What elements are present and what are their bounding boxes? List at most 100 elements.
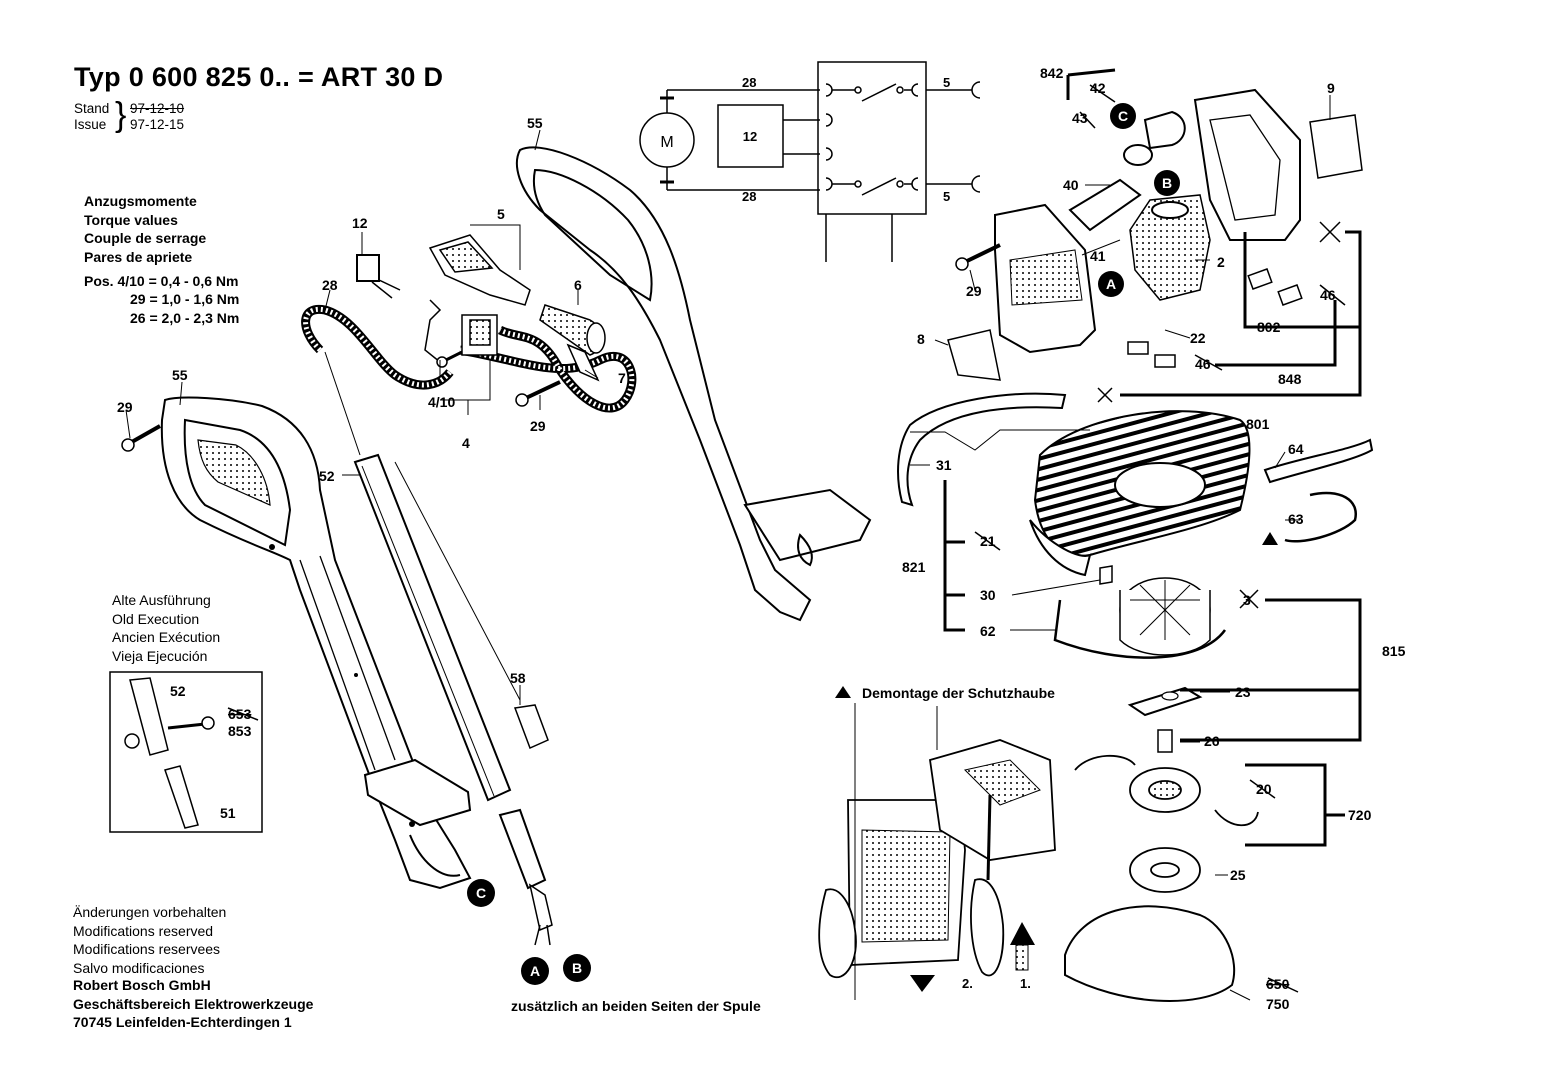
footer-company: Robert Bosch GmbH Geschäftsbereich Elekt… <box>73 976 313 1032</box>
label-2: 2 <box>1217 254 1225 270</box>
label-46-top: 46 <box>1320 287 1336 303</box>
torque-line-2: 29 = 1,0 - 1,6 Nm <box>130 291 240 307</box>
old-execution-en: Old Execution <box>112 610 200 627</box>
wiring-diagram <box>639 61 981 262</box>
handle-half-right <box>515 146 872 622</box>
callout-b-top: B <box>1154 170 1180 196</box>
old-execution-heading: Alte Ausführung Old Execution Ancien Exé… <box>112 591 220 665</box>
label-30: 30 <box>980 587 996 603</box>
label-842: 842 <box>1040 65 1064 81</box>
label-7: 7 <box>618 370 626 386</box>
motor-housing <box>994 88 1301 354</box>
label-26: 26 <box>1204 733 1220 749</box>
label-815: 815 <box>1382 643 1406 659</box>
step-2-label: 2. <box>962 976 973 991</box>
label-old-51: 51 <box>220 805 236 821</box>
label-52: 52 <box>319 468 335 484</box>
stand-value: 97-12-10 <box>130 101 185 116</box>
wire-top-label: 28 <box>742 75 756 90</box>
torque-heading: Anzugsmomente Torque values Couple de se… <box>84 192 206 266</box>
label-40: 40 <box>1063 177 1079 193</box>
footer-changes-fr: Modifications reservees <box>73 941 221 957</box>
svg-text:B: B <box>572 960 582 976</box>
label-650: 650 <box>1266 976 1290 992</box>
label-22: 22 <box>1190 330 1206 346</box>
cable-28 <box>303 306 452 388</box>
screw-icon <box>121 424 161 452</box>
dismantle-title: Demontage der Schutzhaube <box>862 685 1055 701</box>
label-29-right: 29 <box>966 283 982 299</box>
label-64: 64 <box>1288 441 1304 457</box>
stand-label: Stand <box>74 101 110 116</box>
footer-changes-en: Modifications reserved <box>73 922 214 939</box>
svg-text:A: A <box>1106 276 1116 292</box>
torque-heading-fr: Couple de serrage <box>84 230 207 246</box>
part-12-clip <box>356 254 380 282</box>
part-58 <box>513 704 549 750</box>
part-64 <box>1263 438 1374 484</box>
out-bottom-label: 5 <box>943 189 950 204</box>
dismantle-note: zusätzlich an beiden Seiten der Spule <box>511 998 761 1014</box>
switch-box <box>817 61 927 215</box>
old-execution-fr: Ancien Exécution <box>112 629 221 645</box>
out-top-label: 5 <box>943 75 950 90</box>
label-750: 750 <box>1266 996 1290 1012</box>
label-28: 28 <box>322 277 338 293</box>
part-30-piece <box>1099 565 1113 585</box>
plate-part-8 <box>947 329 1001 381</box>
dismantle-triangle-icon <box>835 686 851 698</box>
label-29-mid: 29 <box>530 418 546 434</box>
capacitor-label: 12 <box>743 129 757 144</box>
issue-label: Issue <box>74 117 107 132</box>
label-21: 21 <box>980 533 996 549</box>
spool <box>1074 754 1259 893</box>
callout-a-bottom: A <box>521 957 549 985</box>
capacitor-box <box>717 104 784 168</box>
label-8: 8 <box>917 331 925 347</box>
part-26 <box>1157 729 1173 753</box>
leader-lines <box>125 95 1331 1001</box>
svg-text:B: B <box>1162 175 1172 191</box>
guard-hood <box>1029 410 1251 577</box>
page-title: Typ 0 600 825 0.. = ART 30 D <box>74 62 444 92</box>
torque-line-1: Pos. 4/10 = 0,4 - 0,6 Nm <box>84 273 239 289</box>
label-old-853: 853 <box>228 723 252 739</box>
screw-icon <box>436 350 561 407</box>
step-1-label: 1. <box>1020 976 1031 991</box>
label-20: 20 <box>1256 781 1272 797</box>
lower-plug <box>528 883 553 946</box>
tube-52 <box>353 453 547 890</box>
label-55-left: 55 <box>172 367 188 383</box>
guard-rim-part-31 <box>897 392 1067 507</box>
label-31: 31 <box>936 457 952 473</box>
label-821: 821 <box>902 559 926 575</box>
label-4: 4 <box>462 435 470 451</box>
bracket-lines <box>943 68 1362 847</box>
label-43: 43 <box>1072 110 1088 126</box>
label-old-653: 653 <box>228 706 252 722</box>
torque-heading-de: Anzugsmomente <box>84 193 197 209</box>
company-name: Robert Bosch GmbH <box>73 977 211 993</box>
label-58: 58 <box>510 670 526 686</box>
label-62: 62 <box>980 623 996 639</box>
footer-changes-de: Änderungen vorbehalten <box>73 904 227 920</box>
dismantle-drawing <box>818 739 1056 978</box>
discontinued-marks <box>227 84 1346 993</box>
label-12: 12 <box>352 215 368 231</box>
spool-cover <box>1064 905 1236 1003</box>
plate-part-9 <box>1309 114 1363 179</box>
label-46-bottom: 46 <box>1195 356 1211 372</box>
label-3: 3 <box>1243 592 1251 608</box>
fan-wheel <box>1119 577 1211 656</box>
label-55-top: 55 <box>527 115 543 131</box>
wire-62 <box>1053 599 1227 659</box>
arrow-up-icon <box>1010 922 1035 945</box>
label-63: 63 <box>1288 511 1304 527</box>
label-9: 9 <box>1327 80 1335 96</box>
label-41: 41 <box>1090 248 1106 264</box>
company-division: Geschäftsbereich Elektrowerkzeuge <box>73 995 314 1012</box>
sleeve-part-6 <box>539 304 606 356</box>
torque-line-3: 26 = 2,0 - 2,3 Nm <box>130 310 240 326</box>
callout-a-top: A <box>1098 271 1124 297</box>
